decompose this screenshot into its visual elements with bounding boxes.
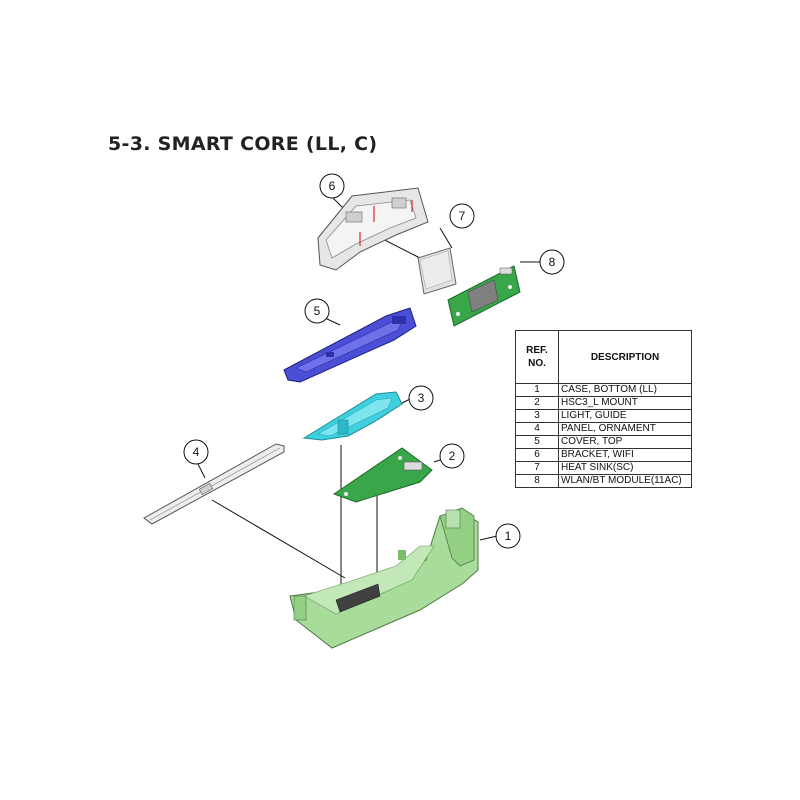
table-row: 2 HSC3_L MOUNT [515, 396, 692, 410]
part-6-bracket-wifi [317, 187, 429, 271]
part-4-panel-ornament [143, 443, 285, 525]
parts-table: REF. NO. DESCRIPTION 1 CASE, BOTTOM (LL)… [515, 330, 692, 488]
svg-text:8: 8 [549, 255, 556, 269]
description-cell: HSC3_L MOUNT [558, 396, 692, 410]
table-row: 1 CASE, BOTTOM (LL) [515, 383, 692, 397]
callout-4: 4 [183, 439, 209, 465]
description-cell: HEAT SINK(SC) [558, 461, 692, 475]
description-header: DESCRIPTION [558, 330, 692, 384]
callouts: 1 2 3 4 5 6 7 8 [183, 173, 565, 549]
table-row: 3 LIGHT, GUIDE [515, 409, 692, 423]
ref-cell: 4 [515, 422, 559, 436]
callout-2: 2 [439, 443, 465, 469]
svg-text:3: 3 [418, 391, 425, 405]
ref-cell: 2 [515, 396, 559, 410]
part-3-light-guide [302, 391, 403, 441]
description-cell: COVER, TOP [558, 435, 692, 449]
svg-text:6: 6 [329, 179, 336, 193]
svg-text:4: 4 [193, 445, 200, 459]
svg-text:1: 1 [505, 529, 512, 543]
ref-header-line2: NO. [528, 358, 546, 369]
description-cell: PANEL, ORNAMENT [558, 422, 692, 436]
table-row: 7 HEAT SINK(SC) [515, 461, 692, 475]
page-title: 5-3. SMART CORE (LL, C) [108, 133, 378, 155]
table-row: 5 COVER, TOP [515, 435, 692, 449]
part-8-wlan-module [447, 265, 521, 327]
ref-cell: 3 [515, 409, 559, 423]
svg-text:7: 7 [459, 209, 466, 223]
description-cell: CASE, BOTTOM (LL) [558, 383, 692, 397]
table-row: 4 PANEL, ORNAMENT [515, 422, 692, 436]
callout-1: 1 [495, 523, 521, 549]
table-row: 6 BRACKET, WIFI [515, 448, 692, 462]
part-5-cover-top [283, 307, 417, 383]
ref-header-line1: REF. [526, 345, 548, 356]
ref-cell: 6 [515, 448, 559, 462]
description-cell: BRACKET, WIFI [558, 448, 692, 462]
ref-cell: 7 [515, 461, 559, 475]
callout-6: 6 [319, 173, 345, 199]
callout-5: 5 [304, 298, 330, 324]
ref-cell: 8 [515, 474, 559, 488]
callout-8: 8 [539, 249, 565, 275]
description-cell: LIGHT, GUIDE [558, 409, 692, 423]
ref-cell: 1 [515, 383, 559, 397]
part-1-case-bottom [289, 507, 479, 649]
part-2-hsc3-mount [332, 447, 433, 503]
ref-cell: 5 [515, 435, 559, 449]
callout-3: 3 [408, 385, 434, 411]
ref-no-header: REF. NO. [515, 330, 559, 384]
description-cell: WLAN/BT MODULE(11AC) [558, 474, 692, 488]
svg-text:2: 2 [449, 449, 456, 463]
part-7-heat-sink [417, 247, 457, 295]
parts-table-header: REF. NO. DESCRIPTION [515, 330, 692, 384]
table-row: 8 WLAN/BT MODULE(11AC) [515, 474, 692, 488]
callout-7: 7 [449, 203, 475, 229]
svg-text:5: 5 [314, 304, 321, 318]
